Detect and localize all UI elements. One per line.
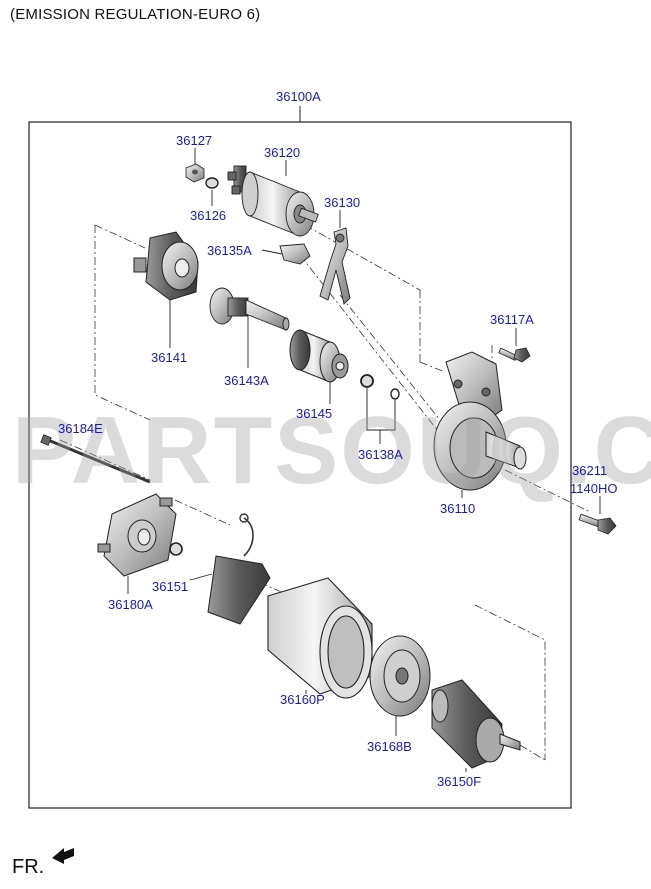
part-label-36117a[interactable]: 36117A bbox=[490, 312, 534, 327]
part-36143a-shaft bbox=[209, 287, 290, 331]
part-36127-nut bbox=[185, 163, 205, 183]
leaders bbox=[127, 148, 601, 772]
part-36138a-ring-2 bbox=[390, 388, 400, 400]
watermark: PARTSOUQ.COM bbox=[12, 397, 651, 504]
part-label-36143a[interactable]: 36143A bbox=[224, 373, 269, 388]
part-36160p-yoke bbox=[267, 577, 373, 699]
part-label-36151[interactable]: 36151 bbox=[152, 579, 189, 594]
part-36150f-armature bbox=[431, 679, 521, 769]
part-label-36180a[interactable]: 36180A bbox=[108, 597, 153, 612]
part-1140ho-bolt bbox=[578, 513, 617, 535]
part-36184e-bolt bbox=[40, 434, 151, 484]
part-label-36120[interactable]: 36120 bbox=[264, 145, 301, 160]
part-label-36110[interactable]: 36110 bbox=[440, 501, 476, 516]
part-label-36135a[interactable]: 36135A bbox=[207, 243, 252, 258]
part-36138a-ring-1 bbox=[360, 374, 374, 388]
part-label-36168b[interactable]: 36168B bbox=[367, 739, 412, 754]
fr-arrow-icon bbox=[52, 848, 74, 864]
part-label-36127[interactable]: 36127 bbox=[176, 133, 213, 148]
part-36145-clutch bbox=[289, 329, 349, 383]
diagram-title: (EMISSION REGULATION-EURO 6) bbox=[10, 6, 261, 23]
part-label-36160p[interactable]: 36160P bbox=[280, 692, 325, 707]
part-label-36184e[interactable]: 36184E bbox=[58, 421, 103, 436]
part-36126-washer bbox=[205, 177, 219, 189]
part-brush-holder bbox=[207, 513, 271, 625]
part-label-36130[interactable]: 36130 bbox=[324, 195, 361, 210]
part-36117a-bolt bbox=[498, 347, 531, 363]
part-label-36100a[interactable]: 36100A bbox=[276, 89, 321, 104]
part-label-36211[interactable]: 36211 bbox=[572, 463, 608, 478]
part-36135a-plate bbox=[279, 243, 311, 265]
part-36110-housing bbox=[433, 351, 527, 491]
part-36180a-cover bbox=[97, 493, 177, 577]
part-36168b-plate bbox=[369, 635, 431, 717]
part-label-1140ho[interactable]: 1140HO bbox=[570, 481, 618, 496]
part-36120-solenoid bbox=[227, 165, 319, 237]
part-36151-washer bbox=[169, 542, 183, 556]
part-36141-housing bbox=[133, 231, 199, 301]
part-label-36145[interactable]: 36145 bbox=[296, 406, 333, 421]
part-label-36141[interactable]: 36141 bbox=[151, 350, 188, 365]
part-label-36126[interactable]: 36126 bbox=[190, 208, 227, 223]
part-label-36150f[interactable]: 36150F bbox=[437, 774, 482, 789]
direction-label: FR. bbox=[12, 856, 45, 878]
part-label-36138a[interactable]: 36138A bbox=[358, 447, 403, 462]
part-36130-lever bbox=[319, 227, 351, 305]
leader-36138a bbox=[366, 388, 396, 431]
